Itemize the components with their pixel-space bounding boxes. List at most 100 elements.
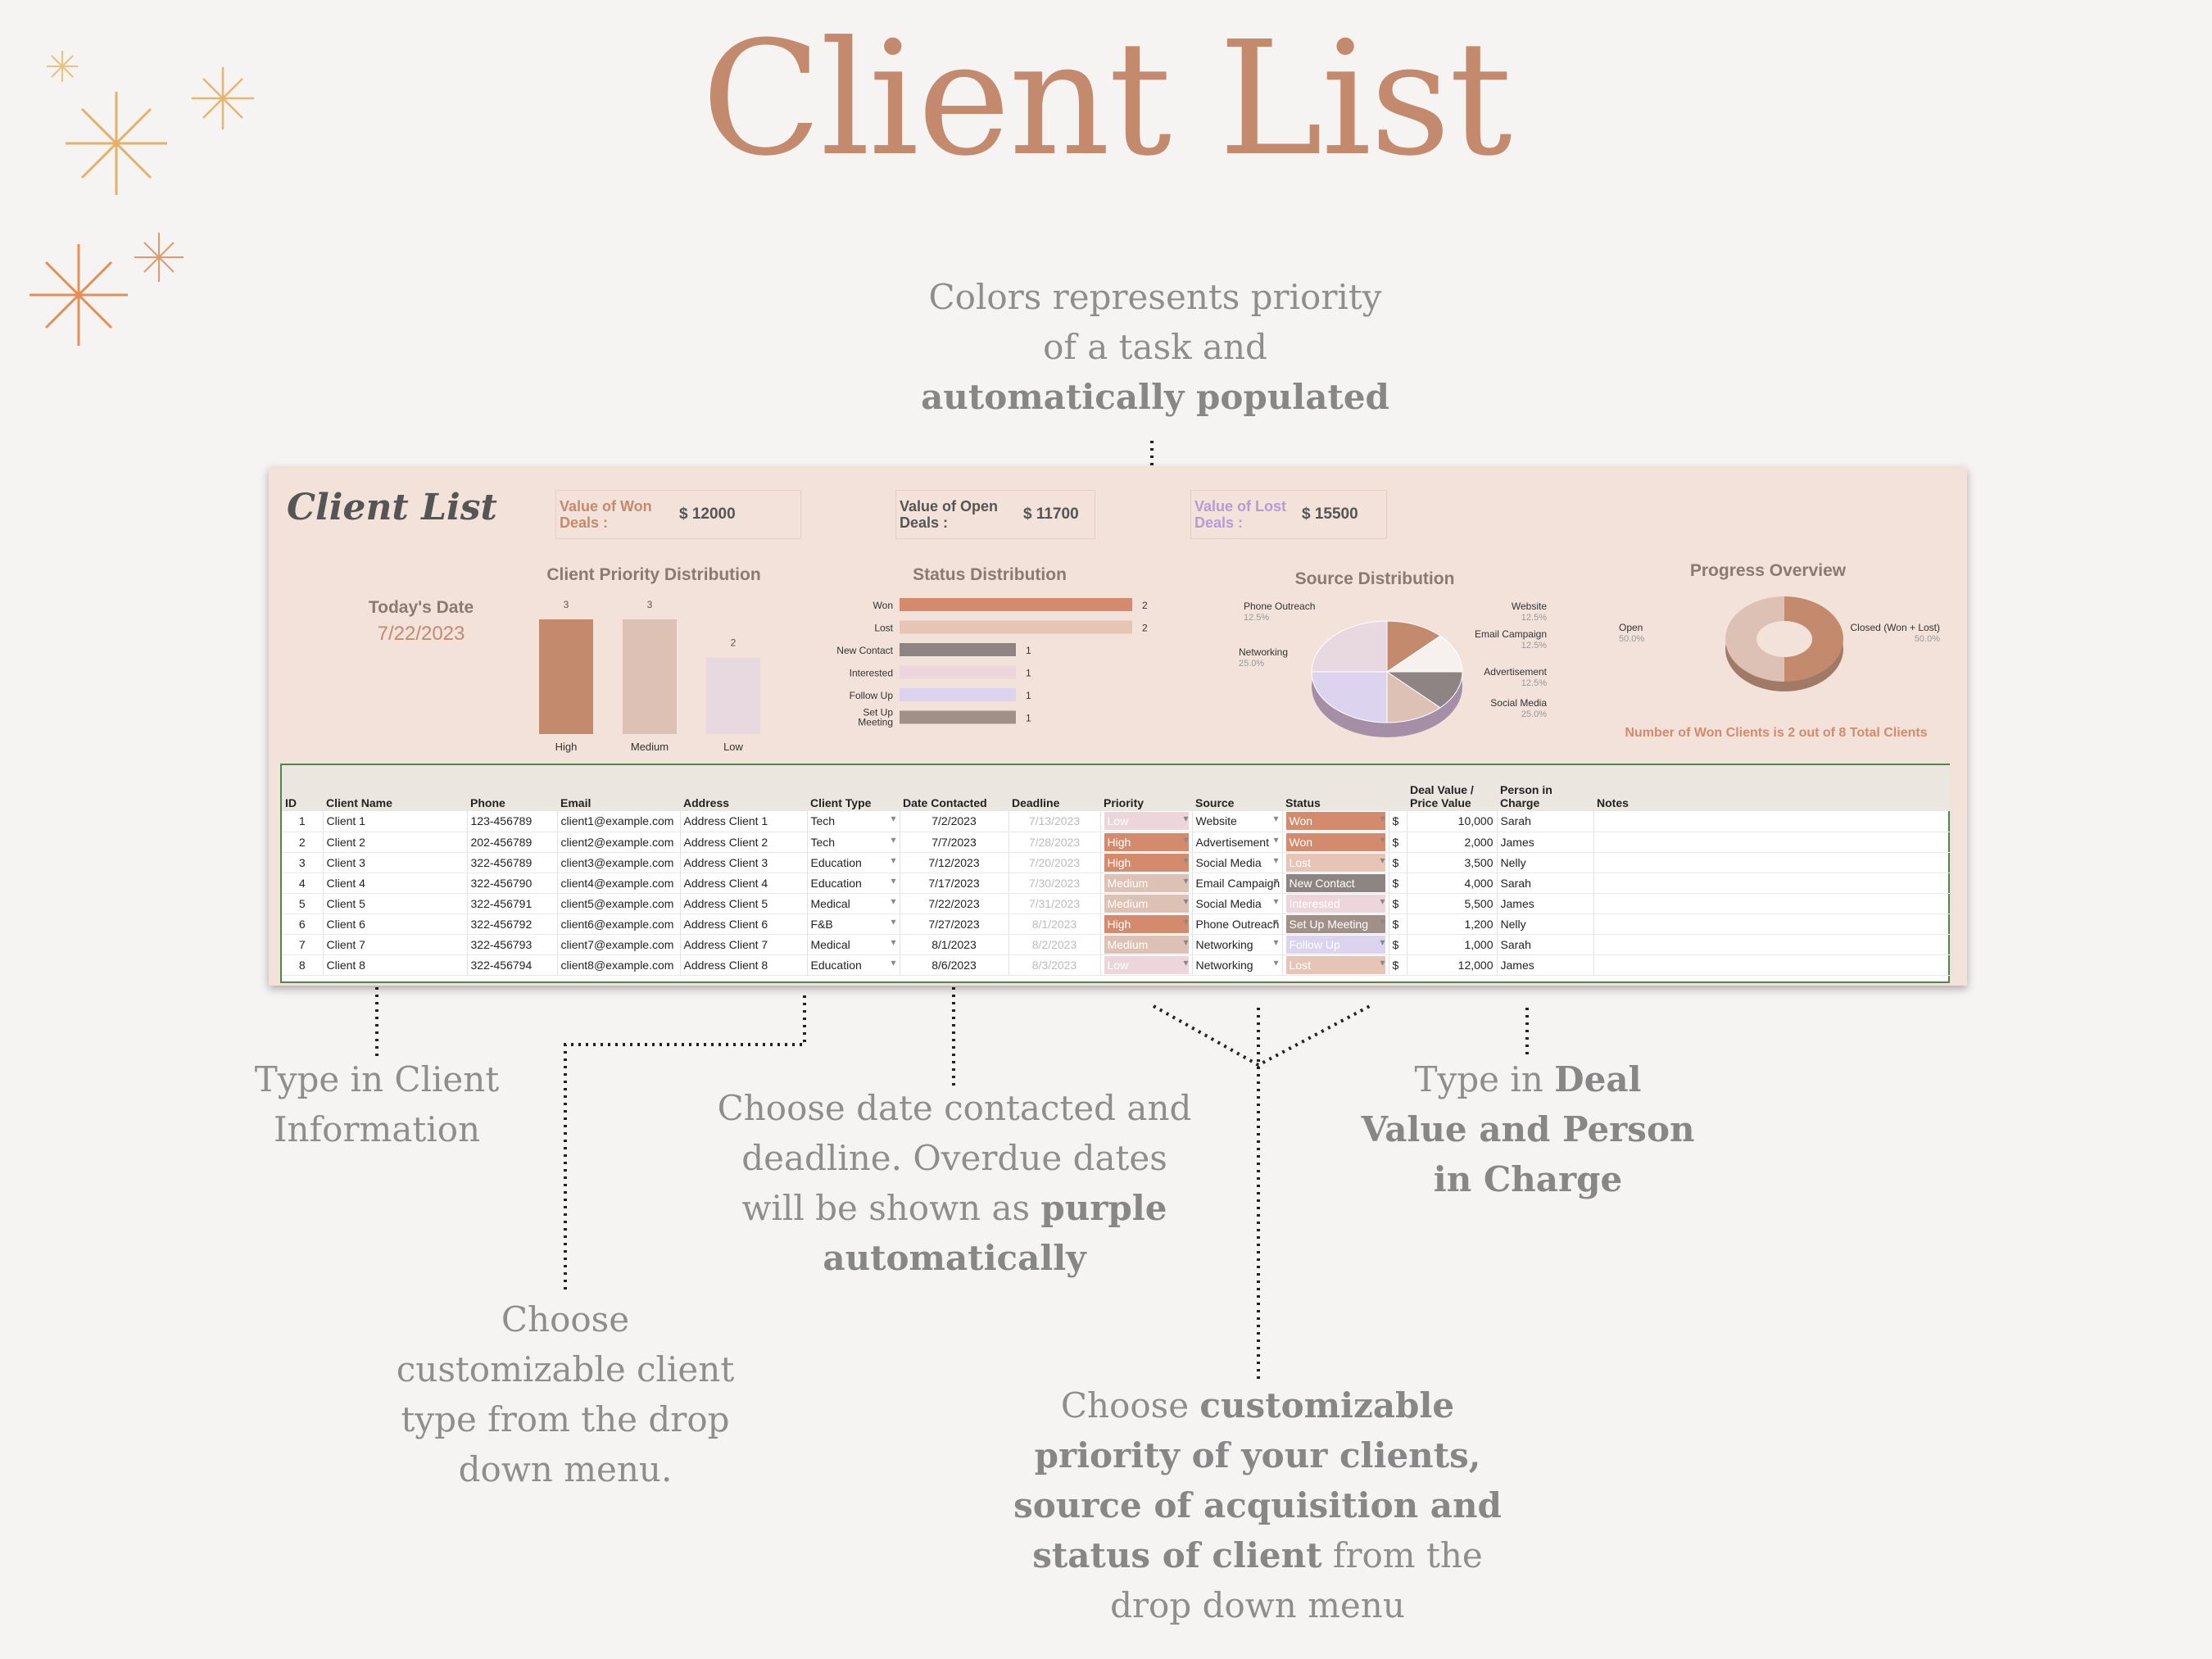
person-in-charge-cell[interactable]: Sarah <box>1497 873 1594 894</box>
status-dropdown[interactable]: Lost <box>1282 954 1389 976</box>
currency-cell[interactable]: $ <box>1389 832 1407 853</box>
deadline-cell[interactable]: 7/13/2023 <box>1009 811 1101 832</box>
date-contacted-cell[interactable]: 7/2/2023 <box>900 811 1009 832</box>
deadline-cell[interactable]: 8/3/2023 <box>1009 954 1101 976</box>
column-header[interactable]: Client Type <box>807 765 900 811</box>
id-cell[interactable]: 1 <box>282 811 324 832</box>
currency-cell[interactable]: $ <box>1389 873 1407 894</box>
email-cell[interactable]: client5@example.com <box>557 893 681 914</box>
column-header[interactable]: Status <box>1282 765 1389 811</box>
source-dropdown[interactable]: Social Media <box>1192 893 1283 914</box>
status-dropdown[interactable]: Lost <box>1282 852 1389 873</box>
status-dropdown[interactable]: Set Up Meeting <box>1282 913 1389 935</box>
column-header[interactable] <box>1389 765 1407 811</box>
priority-dropdown[interactable]: Medium <box>1100 873 1193 894</box>
client-name-cell[interactable]: Client 1 <box>323 811 468 832</box>
currency-cell[interactable]: $ <box>1389 811 1407 832</box>
address-cell[interactable]: Address Client 3 <box>680 852 808 873</box>
deadline-cell[interactable]: 8/2/2023 <box>1009 934 1101 955</box>
phone-cell[interactable]: 322-456794 <box>467 954 558 976</box>
address-cell[interactable]: Address Client 5 <box>680 893 808 914</box>
date-contacted-cell[interactable]: 8/1/2023 <box>900 934 1009 955</box>
date-contacted-cell[interactable]: 7/12/2023 <box>900 852 1009 873</box>
id-cell[interactable]: 7 <box>282 934 324 955</box>
column-header[interactable]: Address <box>680 765 807 811</box>
date-contacted-cell[interactable]: 7/7/2023 <box>900 832 1009 853</box>
client-name-cell[interactable]: Client 3 <box>323 852 468 873</box>
person-in-charge-cell[interactable]: Nelly <box>1497 913 1594 935</box>
notes-cell[interactable] <box>1593 954 1952 976</box>
phone-cell[interactable]: 322-456793 <box>467 934 558 955</box>
email-cell[interactable]: client8@example.com <box>557 954 681 976</box>
status-dropdown[interactable]: Interested <box>1282 893 1389 914</box>
column-header[interactable]: Deal Value / Price Value <box>1407 765 1497 811</box>
column-header[interactable]: Person in Charge <box>1497 765 1593 811</box>
priority-dropdown[interactable]: Medium <box>1100 893 1193 914</box>
currency-cell[interactable]: $ <box>1389 913 1407 935</box>
source-dropdown[interactable]: Advertisement <box>1192 832 1283 853</box>
source-dropdown[interactable]: Email Campaign <box>1192 873 1283 894</box>
email-cell[interactable]: client3@example.com <box>557 852 681 873</box>
column-header[interactable]: Email <box>557 765 680 811</box>
address-cell[interactable]: Address Client 8 <box>680 954 808 976</box>
email-cell[interactable]: client6@example.com <box>557 913 681 935</box>
deadline-cell[interactable]: 7/28/2023 <box>1009 832 1101 853</box>
column-header[interactable]: Deadline <box>1009 765 1100 811</box>
client-name-cell[interactable]: Client 5 <box>323 893 468 914</box>
status-dropdown[interactable]: Won <box>1282 832 1389 853</box>
priority-dropdown[interactable]: Medium <box>1100 934 1193 955</box>
id-cell[interactable]: 4 <box>282 873 324 894</box>
email-cell[interactable]: client2@example.com <box>557 832 681 853</box>
notes-cell[interactable] <box>1593 913 1952 935</box>
client-type-dropdown[interactable]: Tech <box>807 811 900 832</box>
priority-dropdown[interactable]: High <box>1100 913 1193 935</box>
deal-value-cell[interactable]: 1,200 <box>1407 913 1498 935</box>
email-cell[interactable]: client1@example.com <box>557 811 681 832</box>
priority-dropdown[interactable]: High <box>1100 852 1193 873</box>
column-header[interactable]: Source <box>1192 765 1282 811</box>
phone-cell[interactable]: 322-456792 <box>467 913 558 935</box>
source-dropdown[interactable]: Networking <box>1192 954 1283 976</box>
source-dropdown[interactable]: Website <box>1192 811 1283 832</box>
deal-value-cell[interactable]: 2,000 <box>1407 832 1498 853</box>
id-cell[interactable]: 3 <box>282 852 324 873</box>
client-type-dropdown[interactable]: Education <box>807 954 900 976</box>
phone-cell[interactable]: 322-456791 <box>467 893 558 914</box>
client-type-dropdown[interactable]: F&B <box>807 913 900 935</box>
column-header[interactable]: Date Contacted <box>900 765 1009 811</box>
phone-cell[interactable]: 322-456789 <box>467 852 558 873</box>
deal-value-cell[interactable]: 10,000 <box>1407 811 1498 832</box>
deal-value-cell[interactable]: 1,000 <box>1407 934 1498 955</box>
date-contacted-cell[interactable]: 7/27/2023 <box>900 913 1009 935</box>
priority-dropdown[interactable]: Low <box>1100 954 1193 976</box>
notes-cell[interactable] <box>1593 873 1952 894</box>
currency-cell[interactable]: $ <box>1389 893 1407 914</box>
notes-cell[interactable] <box>1593 852 1952 873</box>
column-header[interactable]: Phone <box>467 765 557 811</box>
email-cell[interactable]: client7@example.com <box>557 934 681 955</box>
column-header[interactable]: ID <box>282 765 323 811</box>
phone-cell[interactable]: 202-456789 <box>467 832 558 853</box>
notes-cell[interactable] <box>1593 811 1952 832</box>
phone-cell[interactable]: 322-456790 <box>467 873 558 894</box>
date-contacted-cell[interactable]: 7/17/2023 <box>900 873 1009 894</box>
deadline-cell[interactable]: 7/20/2023 <box>1009 852 1101 873</box>
deadline-cell[interactable]: 8/1/2023 <box>1009 913 1101 935</box>
status-dropdown[interactable]: Follow Up <box>1282 934 1389 955</box>
date-contacted-cell[interactable]: 8/6/2023 <box>900 954 1009 976</box>
id-cell[interactable]: 6 <box>282 913 324 935</box>
id-cell[interactable]: 2 <box>282 832 324 853</box>
person-in-charge-cell[interactable]: Nelly <box>1497 852 1594 873</box>
deadline-cell[interactable]: 7/30/2023 <box>1009 873 1101 894</box>
notes-cell[interactable] <box>1593 832 1952 853</box>
priority-dropdown[interactable]: Low <box>1100 811 1193 832</box>
client-type-dropdown[interactable]: Medical <box>807 934 900 955</box>
column-header[interactable]: Priority <box>1100 765 1192 811</box>
person-in-charge-cell[interactable]: Sarah <box>1497 934 1594 955</box>
source-dropdown[interactable]: Social Media <box>1192 852 1283 873</box>
notes-cell[interactable] <box>1593 934 1952 955</box>
client-name-cell[interactable]: Client 7 <box>323 934 468 955</box>
email-cell[interactable]: client4@example.com <box>557 873 681 894</box>
deal-value-cell[interactable]: 4,000 <box>1407 873 1498 894</box>
client-name-cell[interactable]: Client 4 <box>323 873 468 894</box>
